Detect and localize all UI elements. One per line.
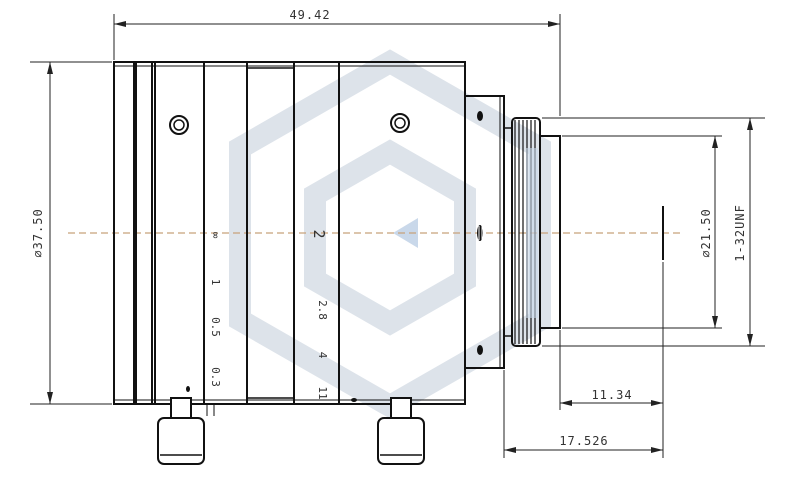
dim-thread-diameter-label: ∅21.50	[699, 208, 713, 257]
dim-flange-distance	[559, 262, 664, 458]
iris-mark: 4	[316, 352, 329, 359]
iris-mark: 11	[316, 386, 329, 399]
screw-hole-iris	[390, 113, 410, 133]
lock-knob-iris	[377, 397, 425, 465]
dim-overall-length-label: 49.42	[289, 8, 330, 22]
iris-mark: 2.8	[316, 300, 329, 320]
dim-outer-diameter	[30, 61, 112, 405]
watermark-logo	[229, 49, 551, 419]
dim-back-focal	[503, 370, 663, 458]
index-marks	[186, 386, 357, 402]
screw-hole-focus	[169, 115, 189, 135]
dim-thread-diameter	[562, 135, 722, 329]
dim-back-focal-label: 17.526	[559, 434, 608, 448]
knob-tick-marks	[206, 404, 215, 416]
iris-scale: 2 2.8 4 11	[310, 229, 329, 399]
lock-knob-focus	[157, 397, 205, 465]
dim-flange-distance-label: 11.34	[591, 388, 632, 402]
focus-scale: ∞ 1 0.5 0.3	[209, 232, 222, 387]
dim-thread-spec-label: 1-32UNF	[733, 204, 747, 262]
focus-mark: 0.3	[209, 367, 222, 387]
watermark-accent	[393, 218, 418, 248]
flange-center-detail	[478, 226, 483, 240]
iris-mark: 2	[310, 229, 328, 238]
rear-glass-highlight	[526, 148, 538, 318]
focus-mark: ∞	[209, 232, 222, 239]
focus-mark: 0.5	[209, 317, 222, 337]
dim-outer-diameter-label: ∅37.50	[31, 208, 45, 257]
focus-mark: 1	[209, 279, 222, 286]
dim-thread-spec	[542, 117, 765, 347]
dim-overall-length	[113, 14, 561, 116]
